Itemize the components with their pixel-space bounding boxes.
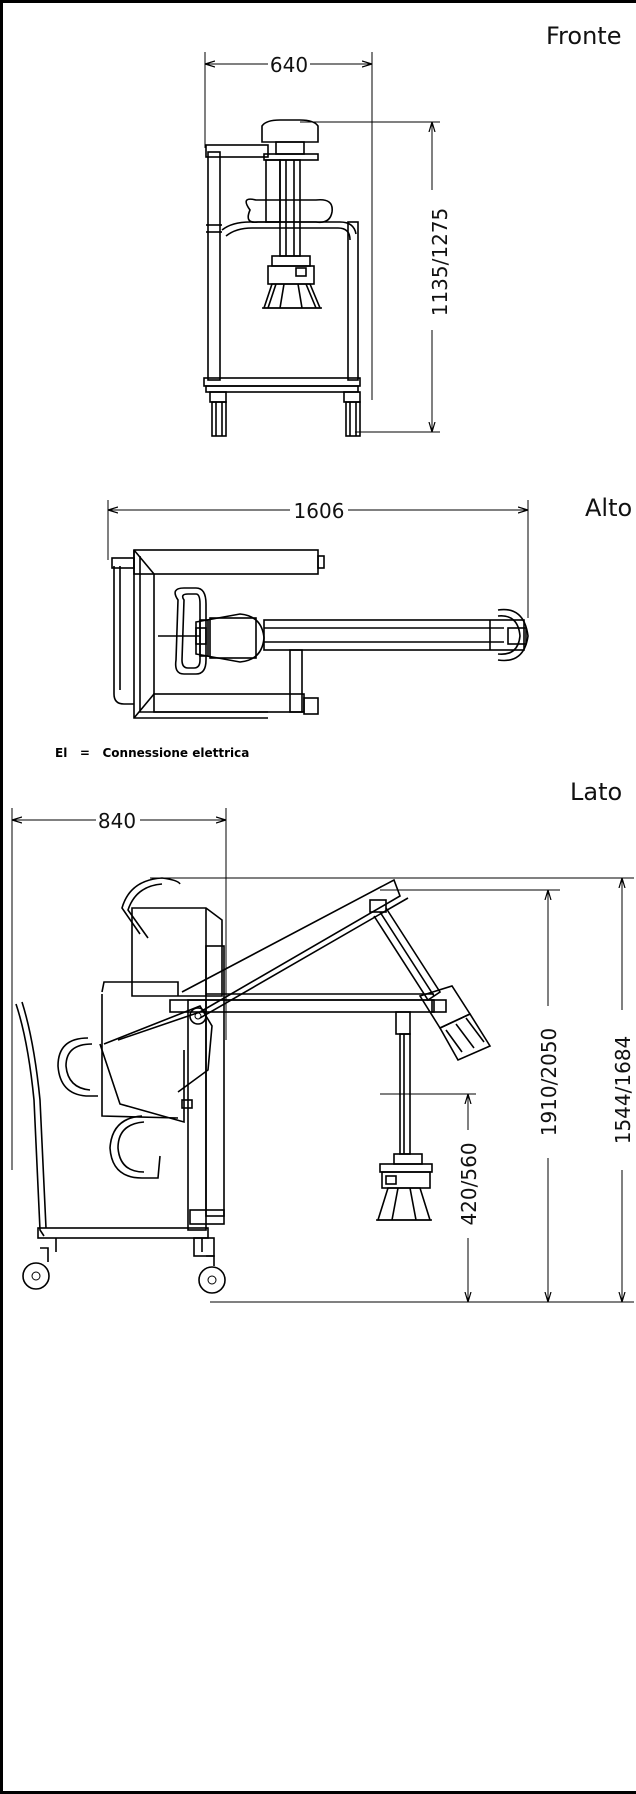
side-view: 840 1544/1684 1910/2050 420/560 [11, 808, 635, 1303]
legend-code: El [55, 746, 68, 760]
dim-top-length: 1606 [294, 499, 345, 523]
view-label-side: Lato [570, 778, 623, 806]
front-view: 640 1135/1275 [203, 52, 452, 437]
dim-side-height-c: 420/560 [457, 1142, 481, 1225]
dim-front-height: 1135/1275 [428, 208, 452, 317]
front-caster-right [343, 391, 361, 437]
dim-front-width: 640 [270, 53, 308, 77]
view-label-top: Alto [585, 494, 633, 522]
top-view: 1606 [107, 499, 529, 719]
legend: El = Connessione elettrica [55, 746, 249, 760]
dim-side-depth: 840 [98, 809, 136, 833]
view-label-front: Fronte [546, 22, 622, 50]
dim-side-height-a: 1910/2050 [537, 1028, 561, 1137]
legend-text: Connessione elettrica [102, 746, 250, 760]
dim-side-height-b: 1544/1684 [611, 1036, 635, 1145]
legend-equals: = [79, 746, 90, 760]
front-caster-left [209, 391, 227, 437]
